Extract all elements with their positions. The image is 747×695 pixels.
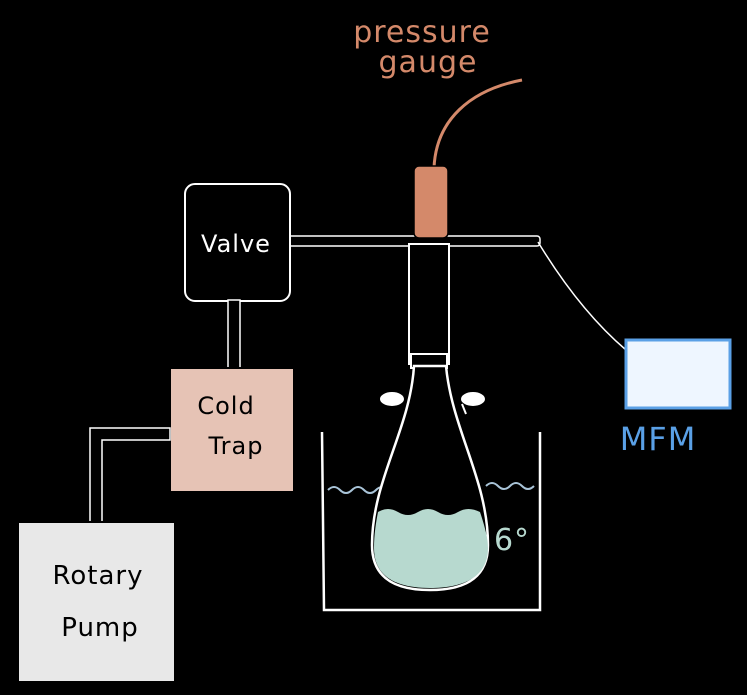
valve-to-trap-pipe	[227, 299, 241, 371]
vertical-tube	[408, 243, 450, 365]
cold-trap-box	[169, 367, 295, 493]
water-surface-right	[485, 482, 535, 490]
pressure-gauge	[413, 165, 449, 239]
trap-to-pump-pipe	[89, 427, 171, 525]
mfm-box	[624, 338, 732, 410]
flask-knob-right	[459, 390, 487, 408]
rotary-pump-box	[17, 521, 176, 683]
pressure-gauge-label-line2: gauge	[379, 45, 478, 80]
water-bath	[320, 431, 542, 612]
mfm-connection-line	[537, 241, 627, 351]
cold-trap-label-line1: Cold	[197, 392, 254, 420]
rotary-pump-label-line2: Pump	[61, 613, 139, 643]
flask-knob-right-stem	[461, 403, 467, 415]
temperature-label: 6°	[494, 523, 530, 558]
flask-knob-left	[378, 390, 406, 408]
pressure-gauge-label-line1: pressure	[353, 15, 491, 50]
mfm-label: MFM	[620, 420, 697, 458]
flask-liquid	[374, 509, 488, 588]
rotary-pump-label-line1: Rotary	[52, 561, 143, 591]
valve-label: Valve	[201, 230, 271, 258]
pressure-gauge-lead	[432, 78, 523, 169]
cold-trap-label-line2: Trap	[208, 432, 264, 460]
